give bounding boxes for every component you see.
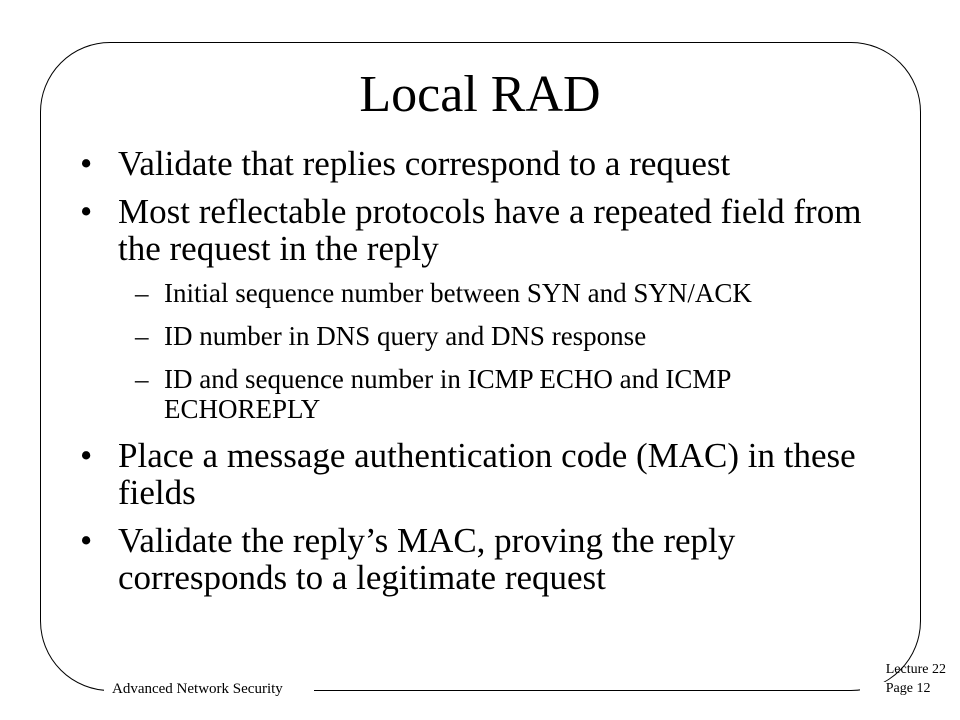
bullet-text: Most reflectable protocols have a repeat… [118, 192, 862, 268]
bullet-text: Validate the reply’s MAC, proving the re… [118, 521, 736, 597]
sub-bullet-text: ID number in DNS query and DNS response [164, 321, 647, 351]
sub-bullet-text: Initial sequence number between SYN and … [164, 278, 752, 308]
footer-page: Page 12 [885, 681, 931, 696]
sub-bullet-item: – ID number in DNS query and DNS respons… [135, 321, 880, 351]
bullet-marker: • [80, 144, 93, 183]
sub-bullet-marker: – [135, 321, 149, 351]
bullet-marker: • [80, 521, 93, 560]
bullet-item: • Validate that replies correspond to a … [80, 145, 880, 182]
sub-bullet-item: – Initial sequence number between SYN an… [135, 278, 880, 308]
bullet-text: Place a message authentication code (MAC… [118, 436, 856, 512]
slide-frame [40, 42, 921, 691]
bullet-marker: • [80, 192, 93, 231]
frame-gap-left [104, 682, 314, 696]
sub-bullet-marker: – [135, 278, 149, 308]
footer-lecture: Lecture 22 [885, 662, 946, 677]
footer-page-info: Lecture 22 Page 12 [886, 660, 946, 698]
bullet-item: • Most reflectable protocols have a repe… [80, 193, 880, 267]
bullet-text: Validate that replies correspond to a re… [118, 144, 731, 183]
bullet-item: • Place a message authentication code (M… [80, 437, 880, 511]
footer-course: Advanced Network Security [112, 681, 283, 697]
bullet-marker: • [80, 436, 93, 475]
sub-bullet-item: – ID and sequence number in ICMP ECHO an… [135, 364, 880, 424]
frame-gap-right [860, 682, 922, 696]
bullet-list: • Validate that replies correspond to a … [80, 145, 880, 607]
slide-title: Local RAD [359, 66, 601, 123]
sub-bullet-marker: – [135, 364, 149, 394]
sub-bullet-text: ID and sequence number in ICMP ECHO and … [164, 364, 731, 424]
bullet-item: • Validate the reply’s MAC, proving the … [80, 522, 880, 596]
